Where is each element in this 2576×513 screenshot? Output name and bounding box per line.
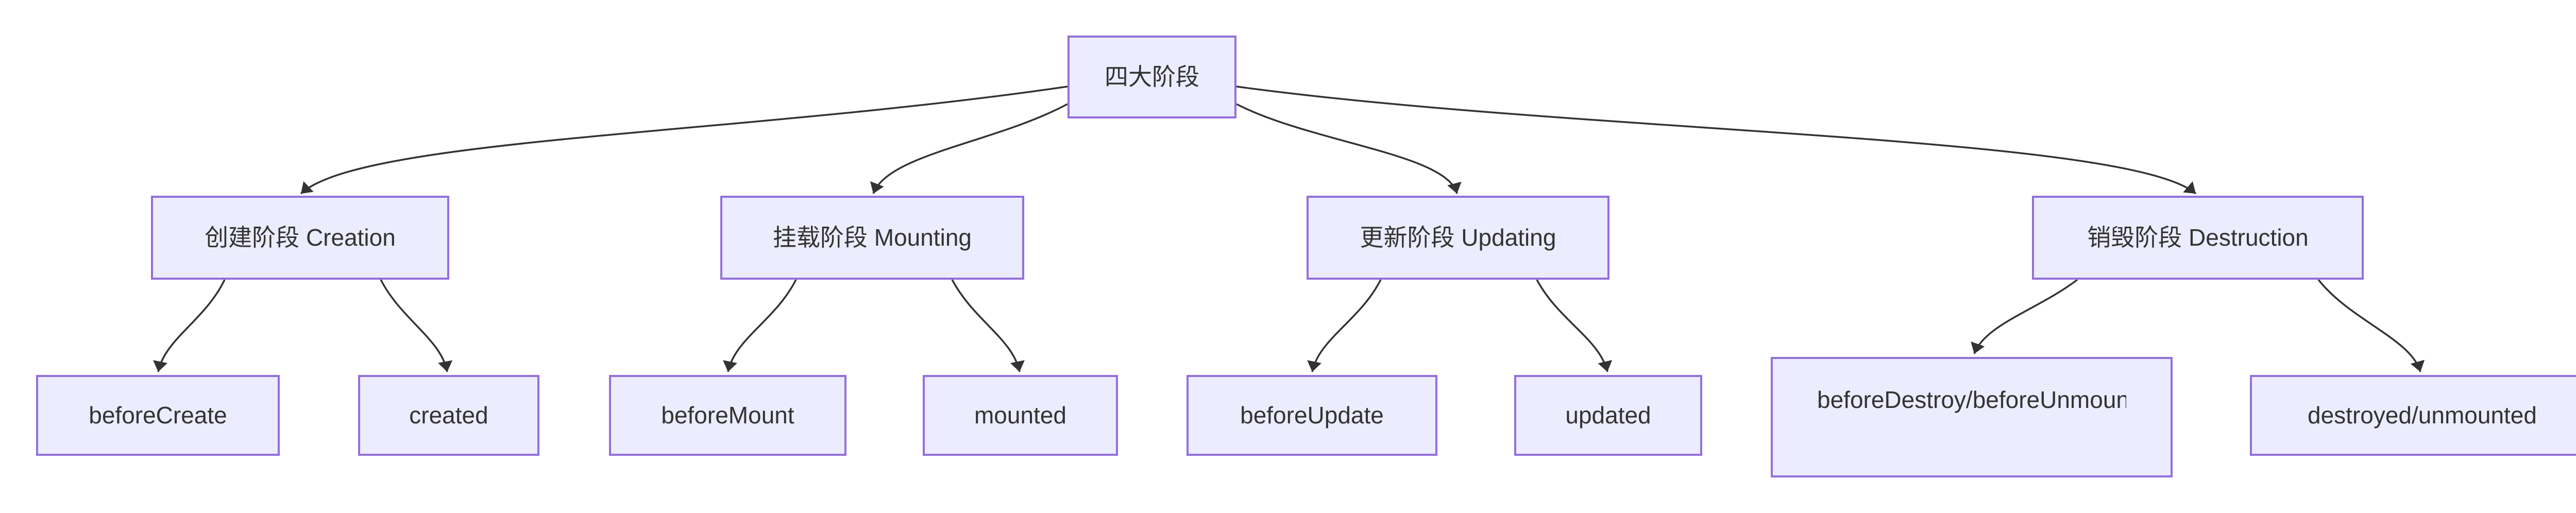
node-label: 创建阶段 Creation (205, 224, 396, 251)
edge-mounting-mounted (951, 279, 1025, 372)
node-beforeDestroy: beforeDestroy/beforeUnmount (1771, 357, 2173, 477)
node-labelwrap: beforeDestroy/beforeUnmount (1817, 359, 2126, 441)
edge-destruction-destroyed (2317, 279, 2425, 372)
node-labelwrap: 销毁阶段 Destruction (2087, 224, 2308, 252)
node-labelwrap: beforeUpdate (1240, 401, 1384, 430)
edge-root-mounting (870, 103, 1068, 194)
node-labelwrap: beforeCreate (89, 401, 227, 430)
edge-creation-created (380, 279, 453, 372)
node-label: beforeUpdate (1240, 401, 1384, 429)
node-label: 更新阶段 Updating (1360, 224, 1556, 251)
node-destruction: 销毁阶段 Destruction (2032, 196, 2364, 280)
node-label: created (409, 401, 488, 429)
node-labelwrap: 更新阶段 Updating (1360, 224, 1556, 252)
edge-updating-beforeUpdate (1307, 279, 1382, 372)
node-label: beforeMount (661, 401, 794, 429)
node-updating: 更新阶段 Updating (1307, 196, 1609, 280)
node-labelwrap: updated (1565, 401, 1651, 430)
node-labelwrap: created (409, 401, 488, 430)
node-labelwrap: beforeMount (661, 401, 794, 430)
edge-root-creation (300, 86, 1068, 195)
node-label: 四大阶段 (1105, 63, 1199, 90)
node-creation: 创建阶段 Creation (151, 196, 449, 280)
node-label: destroyed/unmounted (2308, 401, 2537, 429)
node-label: beforeDestroy/beforeUnmount (1817, 386, 2126, 414)
node-label: mounted (974, 401, 1066, 429)
node-mounted: mounted (923, 375, 1118, 456)
edge-root-destruction (1236, 86, 2197, 195)
edge-root-updating (1236, 103, 1462, 194)
node-label: 挂载阶段 Mounting (772, 224, 972, 251)
edge-destruction-beforeDestroy (1971, 279, 2078, 354)
edge-mounting-beforeMount (723, 279, 797, 372)
node-labelwrap: 四大阶段 (1105, 63, 1199, 91)
node-destroyed: destroyed/unmounted (2250, 375, 2576, 456)
node-labelwrap: mounted (974, 401, 1066, 430)
node-created: created (358, 375, 539, 456)
node-labelwrap: 挂载阶段 Mounting (773, 224, 972, 252)
node-beforeUpdate: beforeUpdate (1187, 375, 1437, 456)
node-beforeMount: beforeMount (609, 375, 846, 456)
node-label: 销毁阶段 Destruction (2087, 224, 2309, 251)
node-label: beforeCreate (89, 401, 227, 429)
edge-creation-beforeCreate (153, 279, 226, 372)
node-label: updated (1565, 401, 1651, 429)
node-beforeCreate: beforeCreate (36, 375, 280, 456)
node-labelwrap: 创建阶段 Creation (205, 224, 396, 252)
node-updated: updated (1514, 375, 1702, 456)
node-root: 四大阶段 (1067, 36, 1236, 118)
node-labelwrap: destroyed/unmounted (2308, 401, 2537, 430)
node-mounting: 挂载阶段 Mounting (720, 196, 1024, 280)
edge-updating-updated (1536, 279, 1613, 372)
